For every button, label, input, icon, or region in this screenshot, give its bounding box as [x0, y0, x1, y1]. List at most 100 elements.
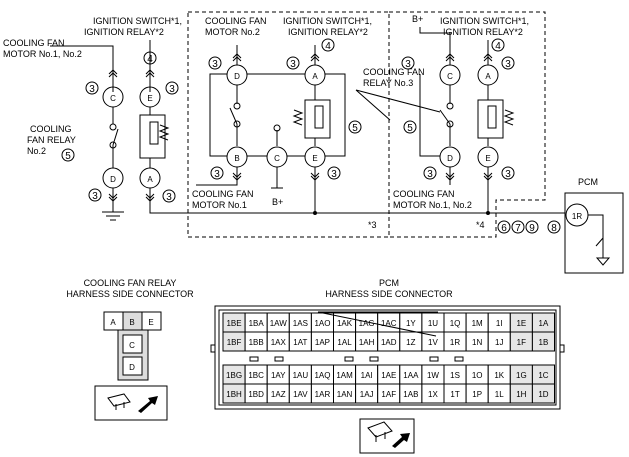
marker-4: 4	[491, 38, 505, 52]
relay-conn-pin-c: C	[129, 341, 135, 350]
cooling-fan-relay-2-circuit: IGNITION SWITCH*1, IGNITION RELAY*2 COOL…	[3, 16, 565, 221]
pcm-pin-label: 1P	[472, 390, 482, 399]
marker-3: 3	[208, 56, 222, 70]
bplus-right-label: B+	[412, 14, 423, 24]
pcm-pin-label: 1AJ	[360, 390, 374, 399]
terminal-left-a: A	[147, 175, 153, 184]
marker-7: 7	[511, 220, 525, 234]
terminal-left-d: D	[110, 175, 116, 184]
pcm-pin-label: 1AP	[315, 338, 330, 347]
pcm-pin-label: 1AU	[293, 371, 309, 380]
pcm-label: PCM	[578, 177, 598, 187]
svg-text:5: 5	[352, 123, 358, 134]
pcm-pin-label: 1X	[428, 390, 438, 399]
pcm-conn-title-b: HARNESS SIDE CONNECTOR	[325, 289, 453, 299]
marker-3: 3	[327, 166, 341, 180]
pcm-pin-label: 1AO	[314, 319, 330, 328]
svg-text:3: 3	[331, 169, 337, 180]
pcm-pin-label: 1AE	[381, 371, 396, 380]
svg-text:3: 3	[290, 59, 296, 70]
marker-3: 3	[210, 166, 224, 180]
svg-text:4: 4	[495, 41, 501, 52]
svg-text:3: 3	[405, 59, 411, 70]
marker-9: 9	[525, 220, 539, 234]
pcm-pin-label: 1S	[450, 371, 460, 380]
fan-relay2-label-c: No.2	[27, 146, 46, 156]
relay-harness-connector: COOLING FAN RELAY HARNESS SIDE CONNECTOR…	[66, 278, 194, 421]
svg-text:5: 5	[407, 123, 413, 134]
marker-3: 3	[88, 188, 102, 202]
svg-text:4: 4	[147, 54, 153, 65]
marker-3: 3	[162, 189, 176, 203]
svg-text:9: 9	[529, 223, 535, 234]
ign-switch-label-left: IGNITION SWITCH*1,	[93, 16, 182, 26]
marker-3: 3	[286, 56, 300, 70]
pcm-pin-label: 1M	[472, 319, 483, 328]
relay-conn-pin-b: B	[129, 318, 134, 327]
pcm-pin-label: 1AF	[381, 390, 396, 399]
svg-text:3: 3	[212, 59, 218, 70]
pcm-pin-label: 1E	[516, 319, 526, 328]
fan-relay3-label-a: COOLING FAN	[363, 67, 425, 77]
pcm-pin-label: 1W	[427, 371, 439, 380]
marker-3: 3	[423, 166, 437, 180]
relay-conn-title-b: HARNESS SIDE CONNECTOR	[66, 289, 194, 299]
pcm-pin-label: 1AH	[359, 338, 375, 347]
pcm-pin-label: 1C	[538, 371, 548, 380]
marker-5: 5	[403, 120, 417, 134]
pcm-pin-label: 1BB	[249, 338, 264, 347]
circled-number-markers: 3 3 4 5 3 3 3 4 3 5 3 3 3 4 3 5 3 3 6 7 …	[61, 38, 561, 234]
terminal-right-d: D	[447, 154, 453, 163]
note3-label: *3	[368, 220, 377, 230]
svg-text:3: 3	[92, 191, 98, 202]
marker-5: 5	[348, 120, 362, 134]
fan-motor1-label-b: MOTOR No.1	[192, 200, 247, 210]
ign-relay-label-left: IGNITION RELAY*2	[84, 27, 164, 37]
pcm-pin-label: 1AY	[271, 371, 286, 380]
pcm-pin-label: 1AW	[270, 319, 287, 328]
pcm-pin-label: 1AD	[381, 338, 397, 347]
terminal-right-c: C	[447, 72, 453, 81]
pcm-pin-cell	[531, 331, 556, 352]
terminal-right-a: A	[485, 72, 491, 81]
terminal-mid-c: C	[274, 154, 280, 163]
pcm-pin-label: 1AM	[336, 371, 353, 380]
pcm-pin-label: 1BA	[249, 319, 265, 328]
marker-4: 4	[321, 38, 335, 52]
pcm-pin-label: 1N	[472, 338, 482, 347]
pcm-pin-label: 1U	[428, 319, 438, 328]
svg-text:3: 3	[166, 192, 172, 203]
relay-conn-pin-a: A	[110, 318, 116, 327]
fan-motor-12-label-b: MOTOR No.1, No.2	[3, 49, 82, 59]
svg-text:3: 3	[214, 169, 220, 180]
relay-conn-title-a: COOLING FAN RELAY	[84, 278, 177, 288]
fan-motor2-label-b: MOTOR No.2	[205, 27, 260, 37]
pcm-pin-label: 1Z	[406, 338, 415, 347]
marker-3: 3	[501, 166, 515, 180]
pcm-pin-label: 1BD	[248, 390, 264, 399]
pcm-pin-label: 1F	[517, 338, 526, 347]
pcm-pin-label: 1D	[538, 390, 548, 399]
pcm-pin-label: 1AS	[293, 319, 308, 328]
fan-motor12r-label-a: COOLING FAN	[393, 189, 455, 199]
marker-3: 3	[501, 56, 515, 70]
ign-relay-label-right: IGNITION RELAY*2	[443, 27, 523, 37]
marker-5: 5	[61, 148, 75, 162]
pcm-pin-label: 1I	[496, 319, 503, 328]
pcm-pin-label: 1A	[539, 319, 549, 328]
pcm-pin-label: 1V	[428, 338, 438, 347]
svg-text:5: 5	[65, 151, 71, 162]
pcm-pin-label: 1AC	[381, 319, 397, 328]
svg-text:3: 3	[505, 59, 511, 70]
pcm-pin-label: 1AA	[403, 371, 419, 380]
pcm-pin-label: 1Y	[406, 319, 416, 328]
marker-3: 3	[165, 81, 179, 95]
pcm-pin-label: 1J	[495, 338, 503, 347]
terminal-mid-d: D	[234, 72, 240, 81]
cooling-fan-relay-3-circuit: COOLING FAN MOTOR No.2 IGNITION SWITCH*1…	[187, 11, 441, 238]
terminal-mid-b: B	[234, 154, 239, 163]
svg-text:3: 3	[427, 169, 433, 180]
ign-switch-label-mid: IGNITION SWITCH*1,	[283, 16, 372, 26]
pcm-pin-label: 1BC	[248, 371, 264, 380]
